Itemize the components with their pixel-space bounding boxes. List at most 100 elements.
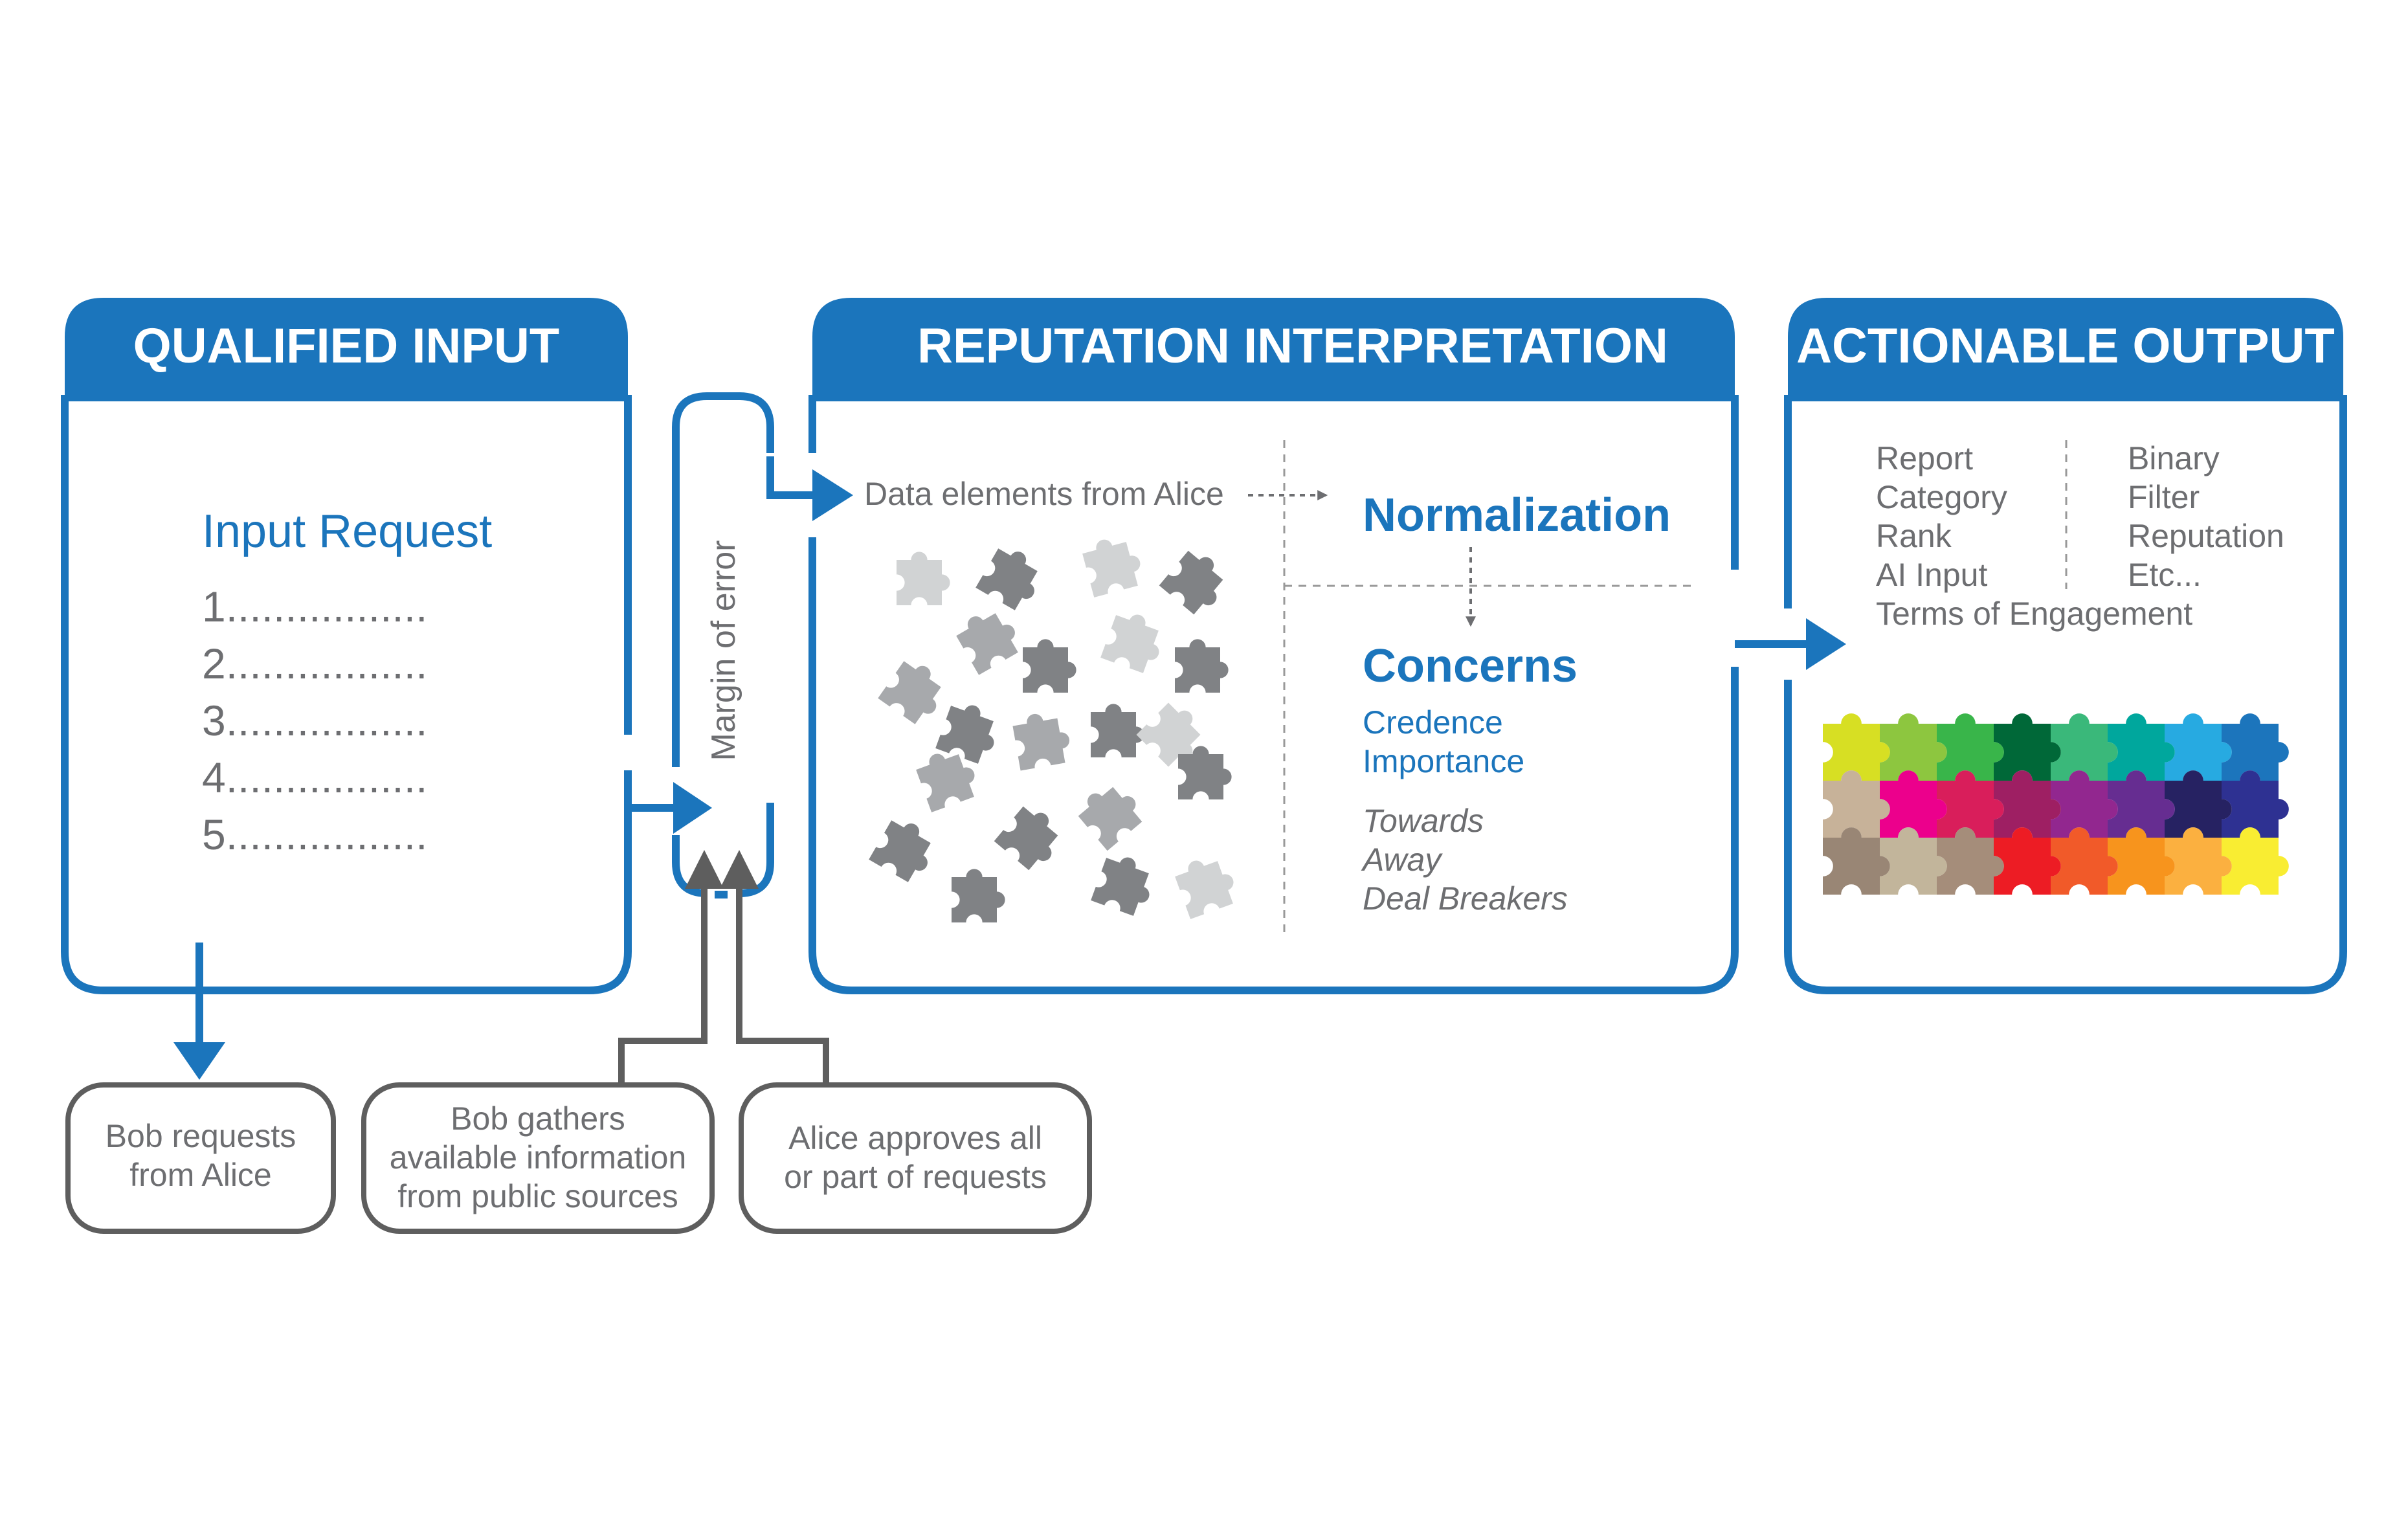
qualified-input-title: QUALIFIED INPUT bbox=[133, 318, 560, 374]
output-item-ai-input: AI Input bbox=[1876, 557, 1987, 593]
colored-puzzle-piece bbox=[2165, 713, 2232, 781]
colored-puzzle-piece bbox=[1937, 827, 2004, 895]
margin-of-error-border bbox=[672, 392, 774, 897]
scattered-puzzle-pieces bbox=[869, 539, 1234, 922]
puzzle-piece bbox=[956, 613, 1018, 675]
gray-arrow-bob-gathers bbox=[618, 850, 724, 1088]
output-item-rank: Rank bbox=[1876, 518, 1952, 554]
output-item-binary: Binary bbox=[2128, 440, 2220, 476]
gray-arrow-alice-approves bbox=[720, 850, 829, 1088]
puzzle-piece bbox=[1012, 713, 1070, 771]
input-request-item: 5................. bbox=[202, 810, 427, 858]
direction-item-away: Away bbox=[1361, 842, 1443, 878]
reputation-interpretation-panel: REPUTATION INTERPRETATION Data elements … bbox=[808, 298, 1739, 994]
note-alice-approves: Alice approves all or part of requests bbox=[739, 1082, 1092, 1234]
qualified-input-panel: QUALIFIED INPUT Input Request 1.........… bbox=[61, 298, 632, 994]
colored-puzzle-piece bbox=[2108, 770, 2175, 838]
note-line: Alice approves all bbox=[788, 1120, 1042, 1156]
flow-arrow-to-margin-head bbox=[673, 782, 712, 834]
puzzle-piece bbox=[994, 806, 1058, 871]
puzzle-piece bbox=[952, 869, 1005, 922]
note-line: from Alice bbox=[129, 1157, 272, 1193]
puzzle-piece bbox=[975, 548, 1038, 610]
puzzle-piece bbox=[1091, 704, 1144, 757]
colored-puzzle-piece bbox=[1823, 713, 1890, 781]
puzzle-piece bbox=[869, 820, 931, 882]
note-box bbox=[739, 1082, 1092, 1234]
note-bob-gathers: Bob gathers available information from p… bbox=[361, 1082, 715, 1234]
input-request-list: 1................. 2................. 3.… bbox=[202, 583, 427, 858]
reputation-title: REPUTATION INTERPRETATION bbox=[917, 318, 1668, 374]
data-elements-label: Data elements from Alice bbox=[864, 476, 1224, 512]
terms-of-engagement: Terms of Engagement bbox=[1876, 596, 2192, 632]
input-request-item: 3................. bbox=[202, 697, 427, 744]
puzzle-piece bbox=[1136, 702, 1201, 767]
flow-arrow-down-to-bob-head bbox=[173, 1042, 225, 1080]
reputation-border bbox=[808, 395, 1739, 994]
actionable-output-header bbox=[1788, 298, 2343, 401]
colored-puzzle-piece bbox=[2222, 713, 2289, 781]
puzzle-piece bbox=[1175, 860, 1234, 919]
colored-puzzle-piece bbox=[1937, 770, 2004, 838]
colored-puzzle-piece bbox=[1937, 713, 2004, 781]
puzzle-piece bbox=[1091, 857, 1150, 916]
puzzle-piece bbox=[935, 705, 994, 764]
puzzle-piece bbox=[1159, 550, 1223, 615]
output-item-etc: Etc... bbox=[2128, 557, 2202, 593]
puzzle-piece bbox=[1023, 639, 1076, 693]
actionable-output-title: ACTIONABLE OUTPUT bbox=[1796, 318, 2335, 374]
colored-puzzle-piece bbox=[2108, 713, 2175, 781]
note-line: available information bbox=[390, 1139, 687, 1176]
qualified-input-header bbox=[65, 298, 628, 401]
output-list-col2: Binary Filter Reputation Etc... bbox=[2128, 440, 2284, 593]
concerns-heading: Concerns bbox=[1363, 640, 1577, 692]
puzzle-piece bbox=[897, 552, 950, 605]
puzzle-piece bbox=[1078, 787, 1143, 851]
colored-puzzle-piece bbox=[1994, 827, 2061, 895]
input-request-item: 1................. bbox=[202, 583, 427, 631]
concern-item-importance: Importance bbox=[1363, 743, 1524, 779]
colored-puzzle-piece bbox=[1994, 770, 2061, 838]
input-request-item: 4................. bbox=[202, 753, 427, 801]
direction-item-towards: Towards bbox=[1363, 803, 1484, 839]
puzzle-piece bbox=[916, 753, 975, 812]
colored-puzzle-piece bbox=[2165, 770, 2232, 838]
colored-puzzle-piece bbox=[2108, 827, 2175, 895]
colored-puzzle-piece bbox=[1823, 770, 1890, 838]
colored-puzzle-piece bbox=[2165, 827, 2232, 895]
note-line: or part of requests bbox=[784, 1159, 1047, 1195]
note-box bbox=[65, 1082, 336, 1234]
actionable-output-border bbox=[1784, 395, 2347, 994]
actionable-output-panel: ACTIONABLE OUTPUT Report Category Rank A… bbox=[1784, 298, 2347, 994]
output-item-filter: Filter bbox=[2128, 479, 2200, 515]
note-line: Bob requests bbox=[106, 1118, 296, 1154]
flow-arrow-to-reputation bbox=[766, 456, 819, 499]
colored-puzzle-piece bbox=[1823, 827, 1890, 895]
normalization-heading: Normalization bbox=[1363, 489, 1671, 541]
flow-arrow-to-reputation-head bbox=[812, 469, 853, 521]
colored-puzzle-piece bbox=[2222, 827, 2289, 895]
colored-puzzle-piece bbox=[1880, 770, 1947, 838]
output-item-report: Report bbox=[1876, 440, 1973, 476]
flow-arrow-to-output-head bbox=[1806, 618, 1846, 670]
output-item-reputation: Reputation bbox=[2128, 518, 2284, 554]
puzzle-piece bbox=[878, 661, 941, 724]
margin-of-error-box: Margin of error bbox=[672, 392, 774, 898]
colored-puzzle-piece bbox=[2051, 770, 2118, 838]
colored-puzzle-piece bbox=[2051, 827, 2118, 895]
output-list-col1: Report Category Rank AI Input bbox=[1876, 440, 2007, 593]
note-bob-requests: Bob requests from Alice bbox=[65, 1082, 336, 1234]
colored-puzzle-piece bbox=[2222, 770, 2289, 838]
reputation-header bbox=[812, 298, 1735, 401]
direction-item-deal-breakers: Deal Breakers bbox=[1363, 880, 1568, 917]
qualified-input-border bbox=[61, 395, 632, 994]
colored-puzzle-piece bbox=[1880, 827, 1947, 895]
colored-puzzle-grid bbox=[1823, 713, 2289, 895]
puzzle-piece bbox=[1082, 539, 1141, 597]
note-line: from public sources bbox=[397, 1178, 678, 1214]
puzzle-piece bbox=[1100, 614, 1159, 673]
colored-puzzle-piece bbox=[1994, 713, 2061, 781]
margin-of-error-label: Margin of error bbox=[705, 541, 742, 761]
colored-puzzle-piece bbox=[1880, 713, 1947, 781]
